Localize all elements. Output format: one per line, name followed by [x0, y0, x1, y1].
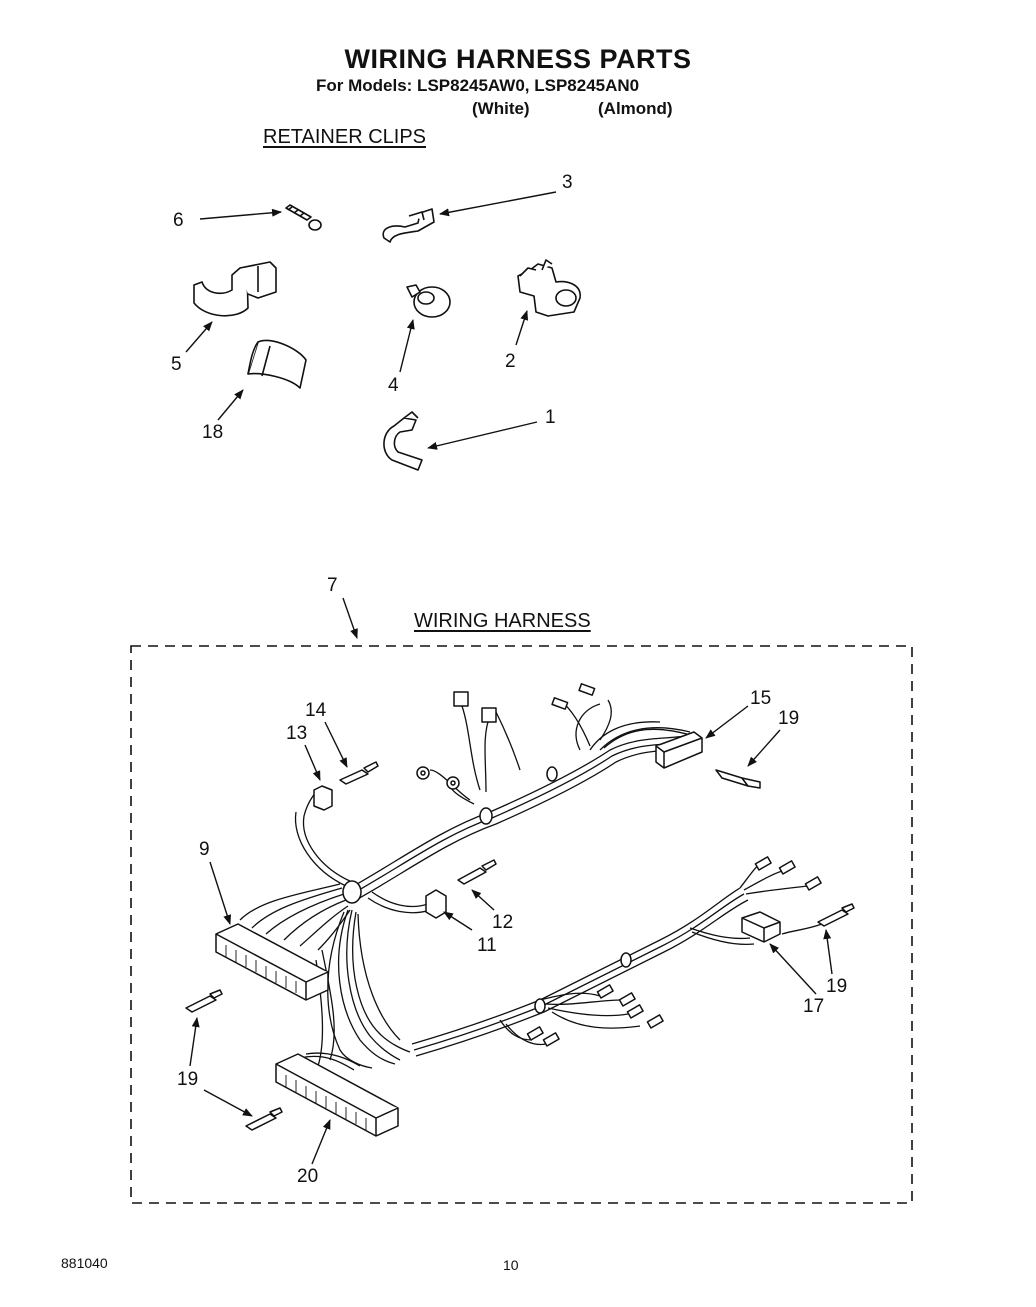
- clip-3: [382, 208, 435, 243]
- arrow-19-left-down: [203, 1089, 253, 1117]
- variant-almond: (Almond): [598, 99, 673, 118]
- harness-leader-arrows: [189, 705, 833, 1165]
- callout-20: 20: [297, 1166, 319, 1187]
- connector-9: [215, 923, 329, 1001]
- arrow-20: [311, 1119, 331, 1165]
- terminal-12: [457, 867, 487, 885]
- callout-15: 15: [750, 688, 772, 709]
- models-subtitle: For Models: LSP8245AW0, LSP8245AN0: [316, 76, 640, 95]
- callout-19-right-bottom: 19: [826, 976, 848, 997]
- page-title: WIRING HARNESS PARTS: [344, 44, 692, 74]
- callout-7: 7: [327, 575, 338, 596]
- harness-wires: [239, 699, 823, 1071]
- arrow-18: [217, 389, 244, 421]
- terminal-19-bottom: [245, 1113, 277, 1131]
- callout-2: 2: [505, 351, 516, 372]
- ground-eyelets: [416, 766, 460, 790]
- connector-11: [425, 889, 447, 919]
- arrow-13: [304, 744, 321, 781]
- top-plug-connectors: [453, 691, 497, 723]
- callout-9: 9: [199, 839, 210, 860]
- terminal-19-left: [185, 995, 217, 1013]
- callout-13: 13: [286, 723, 308, 744]
- arrow-2: [515, 310, 529, 346]
- retainer-clips: [193, 204, 581, 471]
- arrow-19-right: [823, 929, 833, 975]
- arrow-1: [427, 421, 538, 450]
- terminal-14: [339, 769, 369, 785]
- arrow-17: [769, 943, 817, 995]
- connector-17: [741, 911, 781, 943]
- terminal-19-right: [817, 909, 849, 927]
- arrow-12: [471, 889, 495, 911]
- arrow-7: [342, 597, 358, 639]
- clip-1: [383, 411, 423, 471]
- wiring-harness-heading: WIRING HARNESS: [414, 610, 591, 632]
- loose-terminals: [185, 761, 855, 1131]
- arrow-14: [324, 721, 348, 768]
- callout-4: 4: [388, 375, 399, 396]
- callout-14: 14: [305, 700, 327, 721]
- clip-4: [406, 284, 451, 318]
- callout-18: 18: [202, 422, 224, 443]
- harness-components: [185, 683, 855, 1137]
- connector-20: [275, 1053, 399, 1137]
- callout-1: 1: [545, 407, 556, 428]
- clip-2: [517, 259, 581, 317]
- clip-5: [193, 261, 277, 317]
- arrow-6: [199, 208, 282, 220]
- connector-15: [655, 731, 703, 769]
- callout-6: 6: [173, 210, 184, 231]
- callout-19-right-top: 19: [778, 708, 800, 729]
- callout-11: 11: [477, 935, 497, 956]
- callout-12: 12: [492, 912, 514, 933]
- arrow-11: [443, 911, 473, 931]
- arrow-19-left-up: [189, 1017, 200, 1067]
- callout-5: 5: [171, 354, 182, 375]
- arrow-19-top: [747, 729, 781, 767]
- arrow-3: [439, 191, 557, 217]
- page-number: 10: [503, 1257, 519, 1273]
- arrow-5: [185, 321, 213, 353]
- arrow-9: [209, 861, 232, 925]
- arrow-4: [399, 319, 415, 373]
- clip-leader-arrows: [185, 191, 557, 450]
- callout-17: 17: [803, 996, 825, 1017]
- clip-6-screw: [285, 204, 322, 231]
- callout-3: 3: [562, 172, 573, 193]
- spade-terminals: [526, 683, 822, 1047]
- variant-white: (White): [472, 99, 530, 118]
- retainer-clips-heading: RETAINER CLIPS: [263, 126, 426, 148]
- clip-18: [247, 339, 307, 389]
- harness-boundary: [130, 645, 913, 1204]
- trunk-sleeves: [342, 766, 632, 1014]
- arrow-15: [705, 705, 749, 739]
- connector-13: [313, 785, 333, 811]
- callout-19-left: 19: [177, 1069, 199, 1090]
- document-code: 881040: [61, 1255, 108, 1271]
